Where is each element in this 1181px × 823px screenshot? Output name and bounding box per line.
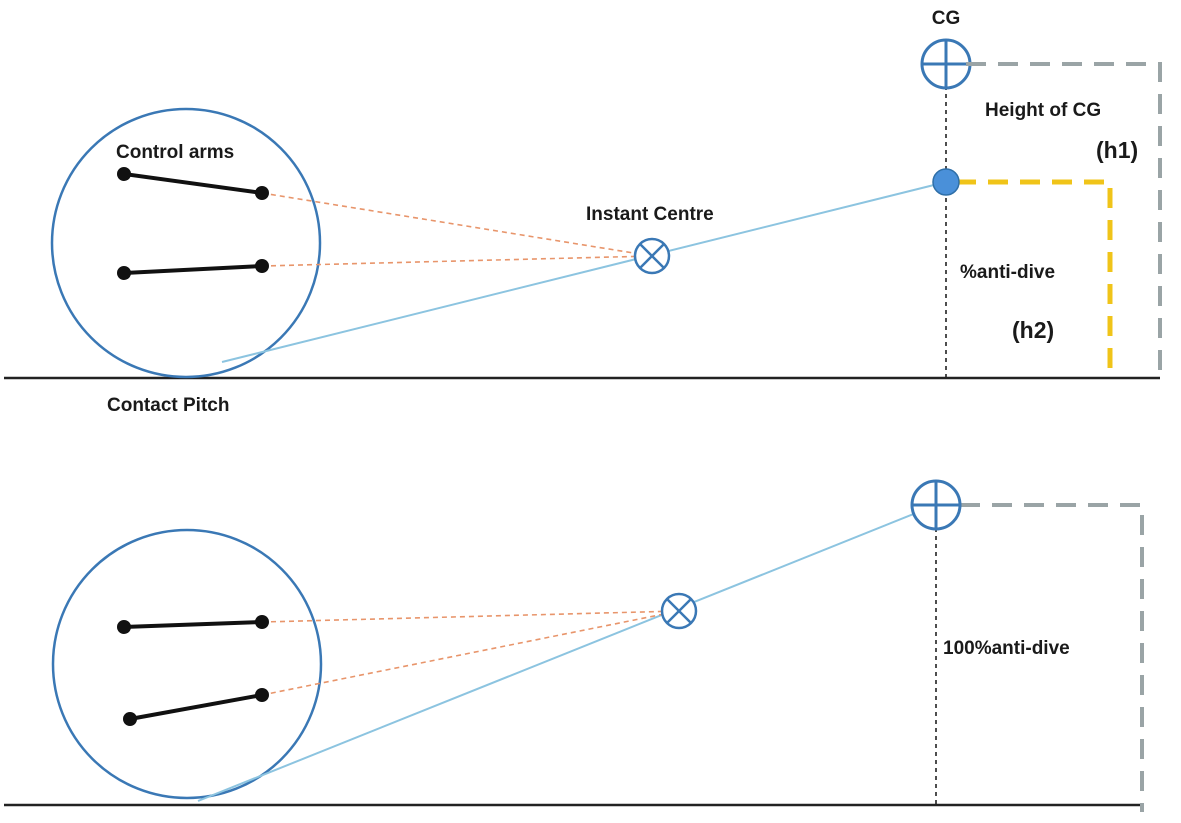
lower-arm-projection — [261, 255, 653, 267]
instant-centre-icon — [633, 237, 671, 275]
h2-label: (h2) — [1012, 317, 1054, 343]
upper-control-arm — [117, 167, 269, 200]
upper-control-arm-bottom — [117, 615, 269, 634]
cg-icon — [920, 38, 972, 90]
contact-pitch-label: Contact Pitch — [107, 395, 229, 416]
h1-label: (h1) — [1096, 137, 1138, 163]
cg-icon-bottom — [910, 479, 962, 531]
lower-control-arm — [117, 259, 269, 280]
line-of-action-bottom — [197, 504, 937, 802]
lower-control-arm-bottom — [123, 688, 269, 726]
line-of-action — [221, 181, 947, 363]
wheel-circle — [50, 107, 322, 379]
instant-centre-label: Instant Centre — [586, 204, 714, 225]
full-anti-dive-label: 100%anti-dive — [943, 638, 1070, 659]
height-of-cg-label: Height of CG — [985, 100, 1101, 121]
pitch-point — [932, 168, 960, 196]
anti-dive-bracket — [956, 179, 1113, 378]
lower-arm-projection-bottom — [261, 610, 680, 696]
bottom-panel: 100%anti-dive — [4, 479, 1144, 812]
cg-label: CG — [932, 8, 961, 29]
control-arms-label: Control arms — [116, 142, 234, 163]
top-panel: CG Height of CG (h1) Control arms Instan… — [4, 8, 1162, 416]
height-of-cg-bracket-bottom — [960, 503, 1144, 812]
upper-arm-projection-bottom — [261, 610, 680, 623]
height-of-cg-bracket — [966, 62, 1162, 380]
anti-dive-label: %anti-dive — [960, 262, 1055, 283]
wheel-circle-bottom — [51, 528, 323, 800]
upper-arm-projection — [261, 192, 653, 257]
instant-centre-icon-bottom — [660, 592, 698, 630]
